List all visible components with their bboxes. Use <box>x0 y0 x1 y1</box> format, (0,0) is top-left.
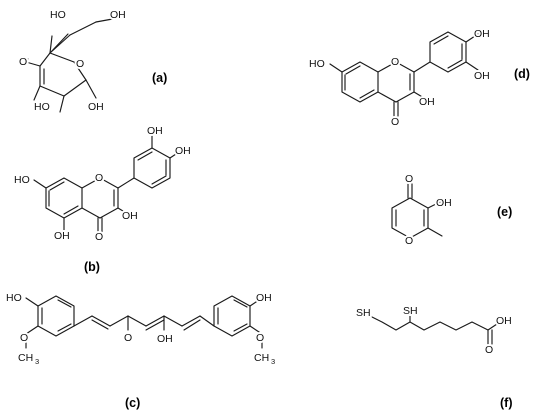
atom-label: O <box>76 58 84 70</box>
panel-label-e: (e) <box>497 205 512 219</box>
molecule-c: HO O CH 3 O OH OH O CH 3 <box>4 290 277 368</box>
atom-label: O <box>256 332 264 344</box>
atom-label: O <box>485 344 493 356</box>
panel-label-f: (f) <box>500 396 513 410</box>
atom-label: OH <box>175 145 191 157</box>
atom-label: O <box>95 231 103 243</box>
atom-label: HO <box>14 174 30 186</box>
molecule-d: O HO OH OH OH O <box>307 26 492 130</box>
atom-label: OH <box>88 101 104 113</box>
atom-label: HO <box>309 58 325 70</box>
atom-subscript: 3 <box>271 357 275 366</box>
atom-subscript: 3 <box>35 357 39 366</box>
atom-label: O <box>391 56 399 68</box>
atom-label: CH <box>254 352 269 364</box>
atom-label: HO <box>34 101 50 113</box>
atom-label: O <box>405 235 413 247</box>
atom-label: OH <box>256 292 272 304</box>
atom-label: SH <box>356 307 371 319</box>
atom-label: OH <box>110 9 126 21</box>
atom-label: O <box>19 56 27 68</box>
panel-label-c: (c) <box>125 396 140 410</box>
atom-label: HO <box>50 9 66 21</box>
atom-label: O <box>20 332 28 344</box>
atom-label: OH <box>474 28 490 40</box>
atom-label: OH <box>157 333 173 345</box>
molecule-a: HO OH O O HO OH <box>17 7 128 115</box>
atom-label: OH <box>436 197 452 209</box>
panel-label-b: (b) <box>84 260 100 274</box>
atom-label: OH <box>147 125 163 137</box>
atom-label: O <box>95 172 103 184</box>
atom-label: OH <box>474 70 490 82</box>
panel-label-a: (a) <box>152 71 167 85</box>
panel-label-d: (d) <box>514 67 530 81</box>
atom-label: O <box>405 173 413 185</box>
molecule-f: SH SH OH O <box>354 303 514 358</box>
atom-label: OH <box>496 315 512 327</box>
atom-label: O <box>124 332 132 344</box>
atom-label: OH <box>122 210 138 222</box>
molecule-b: O HO OH OH OH OH O <box>12 123 193 245</box>
atom-label: OH <box>419 96 435 108</box>
atom-label: HO <box>6 292 22 304</box>
atom-label: OH <box>54 230 70 242</box>
atom-label: CH <box>18 352 33 364</box>
atom-label: O <box>391 116 399 128</box>
molecule-e: O OH O <box>391 171 454 249</box>
atom-label: SH <box>403 305 418 317</box>
